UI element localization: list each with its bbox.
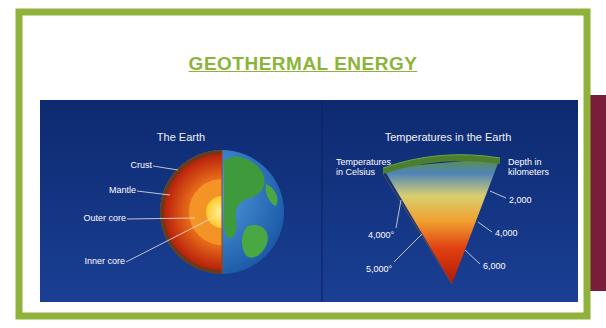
panel-divider <box>322 100 323 302</box>
part-label: Crust <box>130 160 152 170</box>
depth-value: 6,000 <box>483 261 506 271</box>
temperature-value: 5,000° <box>366 264 392 274</box>
part-label: Mantle <box>109 185 136 195</box>
axis-note: Depth in kilometers <box>508 157 564 178</box>
part-label: Inner core <box>84 256 125 266</box>
part-label: Outer core <box>83 213 126 223</box>
leader-lines <box>126 166 214 262</box>
earth-globe <box>160 150 284 274</box>
picture-panel <box>40 100 578 302</box>
scale-ticks <box>394 191 506 264</box>
depth-value: 4,000 <box>495 228 518 238</box>
temperature-value: 4,000° <box>368 230 394 240</box>
axis-note: Temperatures in Celsius <box>336 157 394 178</box>
temperature-wedge <box>383 155 500 284</box>
slide-title: GEOTHERMAL ENERGY <box>0 53 606 75</box>
panel-heading: Temperatures in the Earth <box>385 131 512 144</box>
panel-heading: The Earth <box>157 131 205 144</box>
depth-value: 2,000 <box>509 195 532 205</box>
